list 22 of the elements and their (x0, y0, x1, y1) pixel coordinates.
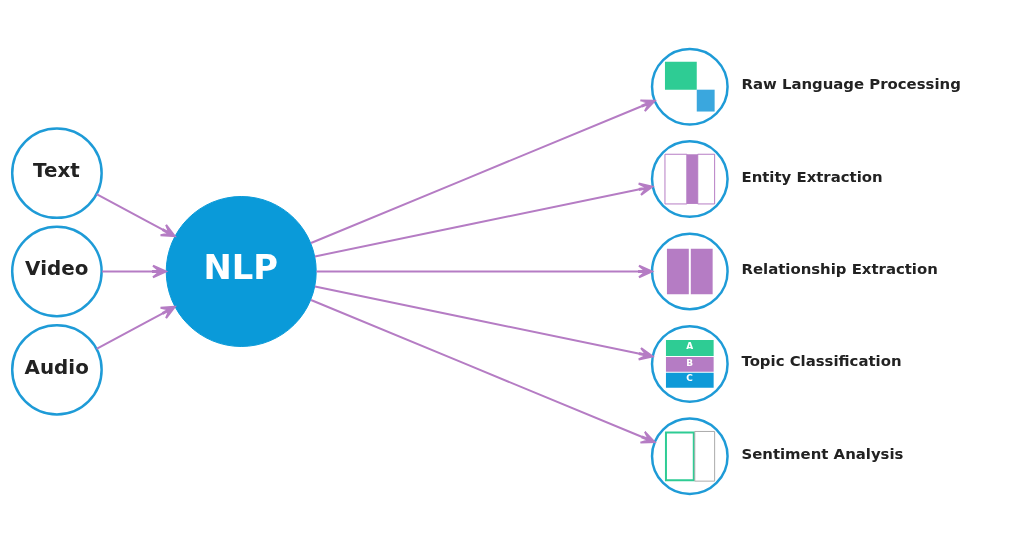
node-label: Raw Language Processing (741, 75, 961, 94)
node-label: Relationship Extraction (741, 259, 938, 278)
arrow (310, 99, 656, 245)
node-circle: Text (10, 127, 103, 220)
node-circle (650, 232, 729, 311)
node-label: Sentiment Analysis (741, 444, 904, 463)
arrow (101, 264, 167, 279)
node-circle: Video (10, 225, 103, 318)
node-circle (650, 140, 729, 219)
arrow (313, 285, 654, 361)
arrow (95, 305, 176, 350)
arrow (95, 193, 176, 238)
node-circle (650, 417, 729, 496)
arrow (313, 182, 654, 258)
node-label: Topic Classification (741, 352, 902, 371)
node-circle: NLP (165, 196, 317, 347)
node-circle: Audio (10, 323, 103, 416)
node-circle (650, 47, 729, 126)
arrow (315, 264, 653, 279)
node-label: Entity Extraction (741, 167, 883, 186)
arrow (310, 298, 656, 444)
node-circle: A B C (650, 324, 729, 403)
